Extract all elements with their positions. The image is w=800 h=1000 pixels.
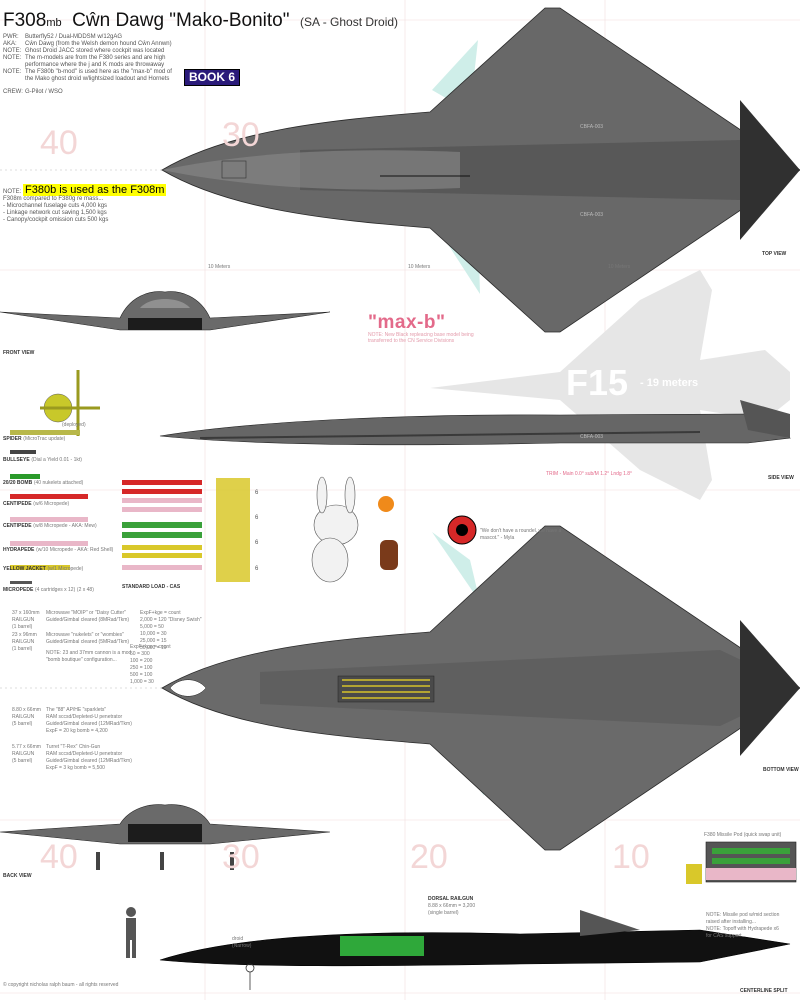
spec-row: NOTE:Ghost Droid JACC stored where cockp… bbox=[3, 48, 165, 54]
view-label-top: TOP VIEW bbox=[762, 251, 787, 257]
trim-note: TRIM - Main 0.0° sub/M 1.2° Lndg 1.8° bbox=[546, 471, 633, 477]
rack-count: 6 bbox=[255, 540, 259, 546]
spec-row: NOTE:The m-models are from the F380 seri… bbox=[3, 55, 166, 61]
droid-label: droid(Narrow) bbox=[232, 936, 252, 949]
meters-label: 10 Meters bbox=[408, 264, 431, 270]
rack-count: 6 bbox=[255, 566, 259, 572]
centipede-label: CENTIPEDE bbox=[3, 523, 32, 529]
scale-number-30-bottom: 30 bbox=[222, 838, 260, 876]
mascot-quote: "We don't have a roundel, we have a masc… bbox=[480, 528, 562, 541]
designation: F308 bbox=[3, 10, 47, 31]
spec-row: AKA:Cŵn Dawg (from the Welsh demon hound… bbox=[3, 41, 172, 47]
hydrapede-label: HYDRAPEDE bbox=[3, 547, 35, 553]
spec-row: NOTE:The F380b "b-mod" is used here as t… bbox=[3, 69, 172, 75]
page-title: F308mb Cŵn Dawg "Mako-Bonito" (SA - Ghos… bbox=[3, 10, 398, 32]
centipede-label: CENTIPEDE bbox=[3, 501, 32, 507]
copyright: © copyright nicholas ralph baum - all ri… bbox=[3, 982, 119, 988]
back-view-aircraft bbox=[0, 804, 331, 870]
front-view-aircraft bbox=[0, 291, 331, 331]
yellowjacket-label: YELLOW JACKET bbox=[3, 566, 46, 572]
railgun-desc-1: Microwave "MOIP" or "Daisy Cutter"Guided… bbox=[46, 610, 130, 623]
aircraft-name: Cŵn Dawg "Mako-Bonito" bbox=[72, 10, 290, 31]
spec-row: the Mako ghost droid w/lightsized loadou… bbox=[25, 76, 170, 82]
designation-suffix: mb bbox=[46, 17, 62, 29]
bullseye-label: BULLSEYE bbox=[3, 457, 30, 463]
f15-label: F15 bbox=[566, 362, 629, 403]
bullseye-missile bbox=[10, 450, 36, 454]
view-label-bottom: BOTTOM VIEW bbox=[763, 767, 799, 773]
centipede1-missile bbox=[10, 494, 88, 499]
f15-sub: - 19 meters bbox=[640, 377, 699, 389]
spider-label: SPIDER bbox=[3, 436, 22, 442]
bomb2020-missile bbox=[10, 474, 40, 479]
centerline-split-aircraft bbox=[159, 910, 791, 967]
roundel-mascot bbox=[447, 515, 477, 545]
fuselage-mark: CBFA-003 bbox=[580, 212, 604, 218]
mascot-graphic bbox=[311, 476, 398, 583]
spider-deployed: (deployed) bbox=[62, 422, 86, 428]
f380-highlight: F380b is used as the F308m bbox=[23, 184, 167, 196]
micropede-label: MICROPEDE bbox=[3, 587, 34, 593]
scale-number-10-bottom: 10 bbox=[612, 838, 650, 876]
book-badge: BOOK 6 bbox=[184, 69, 241, 86]
railgun-table-1: ExpF+kge = count 2,000 = 120 "Disney Swi… bbox=[140, 610, 202, 651]
standard-load-label: STANDARD LOAD - CAS bbox=[122, 584, 181, 590]
view-label-back: BACK VIEW bbox=[3, 873, 32, 879]
top-view-aircraft bbox=[161, 7, 800, 333]
railgun-desc-2: Microwave "nukelets" or "wombies"Guided/… bbox=[46, 632, 132, 663]
scale-number-40-top: 40 bbox=[40, 124, 78, 162]
rack-count: 6 bbox=[255, 515, 259, 521]
meters-label: 10 Meters bbox=[608, 264, 631, 270]
yellowjacket-missile bbox=[10, 565, 70, 570]
centipede2-missile bbox=[10, 517, 88, 522]
scale-number-30-top: 30 bbox=[222, 116, 260, 154]
missile-pod-title: F380 Missile Pod (quick swap unit) bbox=[704, 832, 782, 838]
spider-graphic bbox=[40, 370, 100, 436]
bottom-view-aircraft bbox=[161, 525, 800, 851]
ghost-droid-figure bbox=[126, 907, 136, 958]
fuselage-mark: CBFA-003 bbox=[580, 124, 604, 130]
railgun-desc-3: The "88" AP/HE "sparklets"RAM sccsd/Depl… bbox=[46, 707, 132, 734]
view-label-front: FRONT VIEW bbox=[3, 350, 35, 356]
maxb-title: "max-b" bbox=[368, 312, 446, 333]
spec-row: CREW:G-Pilot / WSO bbox=[3, 89, 63, 95]
standard-load-racks bbox=[122, 478, 250, 582]
spec-row: PWR:Butterfly52 / Dual-MDDSM w/12gAG bbox=[3, 34, 123, 40]
fuselage-mark: CBFA-003 bbox=[580, 434, 604, 440]
meters-label: 10 Meters bbox=[208, 264, 231, 270]
view-label-centerline: CENTERLINE SPLIT bbox=[740, 988, 788, 994]
f380-note: NOTE: F380b is used as the F308m F308m c… bbox=[3, 184, 167, 223]
missile-pod-box bbox=[686, 841, 797, 884]
aircraft-subtitle: (SA - Ghost Droid) bbox=[300, 15, 399, 29]
skeleton-figure bbox=[245, 963, 255, 990]
maxb-note: NOTE: New Black repleacing base model be… bbox=[368, 332, 474, 344]
scale-number-20-bottom: 20 bbox=[410, 838, 448, 876]
hydrapede-missile bbox=[10, 541, 88, 546]
view-label-side: SIDE VIEW bbox=[768, 475, 794, 481]
specs-block: PWR:Butterfly52 / Dual-MDDSM w/12gAG AKA… bbox=[3, 34, 172, 96]
side-view-aircraft bbox=[159, 400, 791, 446]
spec-row: performance where the j and K mods are t… bbox=[25, 62, 165, 68]
scale-number-40-bottom: 40 bbox=[40, 838, 78, 876]
micropede-missile bbox=[10, 581, 32, 584]
bomb2020-label: 20/20 BOMB bbox=[3, 480, 33, 486]
spider-missile bbox=[10, 430, 80, 435]
rack-count: 6 bbox=[255, 490, 259, 496]
